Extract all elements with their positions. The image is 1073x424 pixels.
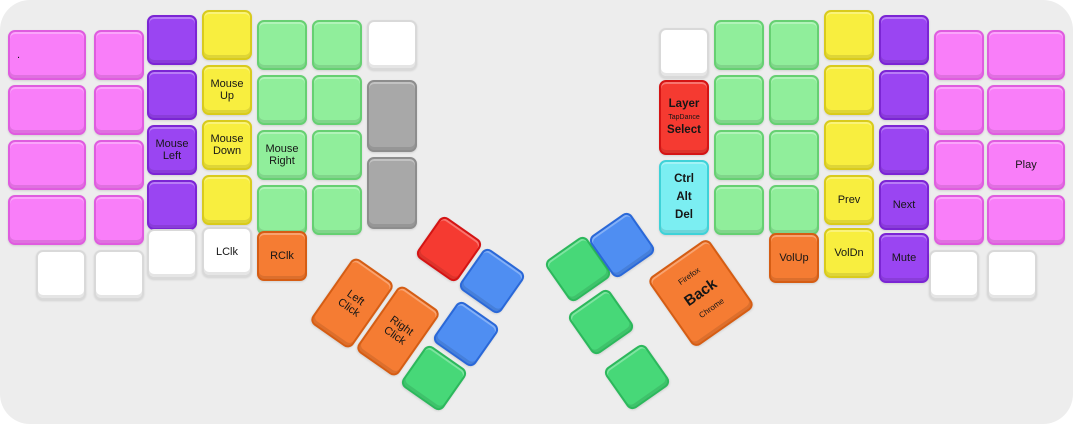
key-blank[interactable] [147,229,197,279]
key-blank[interactable] [94,30,144,80]
key-blank[interactable] [987,85,1065,135]
key-blank[interactable] [934,30,984,80]
key-label: Mute [891,251,917,264]
key-voldn[interactable]: VolDn [824,228,874,278]
key-blank[interactable] [659,28,709,78]
key-blank[interactable] [147,180,197,230]
key-blank[interactable] [8,195,86,245]
key-blank[interactable] [367,157,417,229]
key-blank[interactable] [879,70,929,120]
key-blank[interactable] [257,185,307,235]
key-label: Right [269,155,295,167]
key-label: Del [675,208,693,221]
key-prev[interactable]: Prev [824,175,874,225]
key-volup[interactable]: VolUp [769,233,819,283]
key-label: Mouse [155,137,189,150]
key-label: Mouse [210,77,244,90]
key-blank[interactable] [987,30,1065,80]
key-blank[interactable] [769,185,819,235]
key-label: Alt [676,191,692,204]
key-blank[interactable] [987,195,1065,245]
key-blank[interactable] [202,10,252,60]
key-blank[interactable] [602,342,672,412]
key-blank[interactable] [257,20,307,70]
key-blank[interactable] [714,75,764,125]
key-label: Left [162,150,182,162]
key-blank[interactable] [312,185,362,235]
key-label: Ctrl [674,173,694,186]
key-blank[interactable] [147,70,197,120]
key-label: VolDn [834,246,864,259]
key-label: Layer [668,97,700,110]
key-blank[interactable] [934,195,984,245]
key-blank[interactable] [94,195,144,245]
key-rclk[interactable]: RClk [257,231,307,281]
key-label: Play [1015,158,1037,171]
key-label: . [17,48,21,61]
key-blank[interactable] [934,85,984,135]
key-blank[interactable] [94,85,144,135]
key-label: VolUp [779,251,809,264]
key-label: Next [892,198,916,211]
key-blank[interactable] [94,140,144,190]
key-blank[interactable] [987,250,1037,300]
key-blank[interactable] [769,130,819,180]
key-blank[interactable] [879,125,929,175]
key-label: TapDance [668,113,700,121]
key-blank[interactable] [257,75,307,125]
key-blank[interactable] [824,65,874,115]
key-dot[interactable]: . [8,30,86,80]
key-label: Select [667,124,701,137]
key-play[interactable]: Play [987,140,1065,190]
key-blank[interactable] [312,75,362,125]
key-label: LClk [215,245,238,258]
key-mute[interactable]: Mute [879,233,929,283]
key-blank[interactable] [714,185,764,235]
key-blank[interactable] [769,75,819,125]
key-blank[interactable] [879,15,929,65]
key-label: Up [219,90,235,102]
key-blank[interactable] [202,175,252,225]
key-blank[interactable] [714,130,764,180]
key-blank[interactable] [8,140,86,190]
key-blank[interactable] [94,250,144,300]
key-blank[interactable] [147,15,197,65]
key-blank[interactable] [769,20,819,70]
key-blank[interactable] [8,85,86,135]
key-blank[interactable] [714,20,764,70]
key-blank[interactable] [312,130,362,180]
key-label: Mouse [210,132,244,145]
key-blank[interactable] [367,80,417,152]
key-label: Mouse [265,142,299,155]
key-blank[interactable] [824,120,874,170]
key-blank[interactable] [36,250,86,300]
key-blank[interactable] [929,250,979,300]
key-lclk[interactable]: LClk [202,227,252,277]
key-blank[interactable] [824,10,874,60]
key-blank[interactable] [312,20,362,70]
key-blank[interactable] [934,140,984,190]
key-label: Down [212,145,242,157]
key-label: RClk [270,249,294,262]
key-next[interactable]: Next [879,180,929,230]
key-label: Prev [837,193,861,206]
key-blank[interactable] [367,20,417,70]
